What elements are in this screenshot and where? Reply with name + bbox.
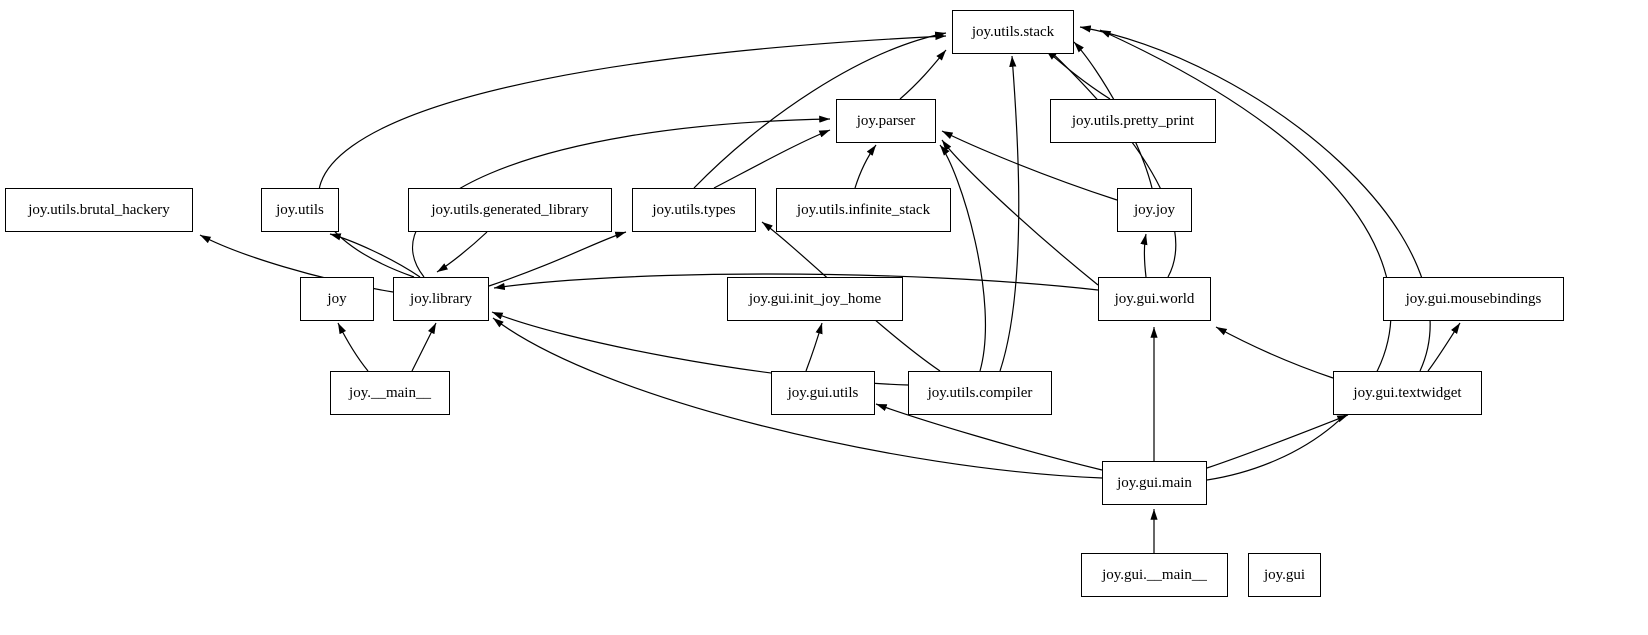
graph-node-joy-utils-types[interactable]: joy.utils.types (632, 188, 756, 232)
node-label: joy.utils.generated_library (431, 201, 589, 218)
graph-node-joy-gui[interactable]: joy.gui (1248, 553, 1321, 597)
graph-node-joy[interactable]: joy (300, 277, 374, 321)
node-label: joy.utils.stack (971, 23, 1055, 40)
graph-node-joy-utils[interactable]: joy.utils (261, 188, 339, 232)
node-label: joy.gui (1263, 566, 1306, 583)
graph-node-joy-gui-utils[interactable]: joy.gui.utils (771, 371, 875, 415)
node-label: joy (327, 290, 347, 307)
node-label: joy.utils (276, 201, 324, 218)
node-label: joy.library (410, 290, 472, 307)
graph-node-joy-gui-main[interactable]: joy.gui.main (1102, 461, 1207, 505)
node-label: joy.utils.infinite_stack (796, 201, 931, 218)
graph-node-joy-gui-init-joy-home[interactable]: joy.gui.init_joy_home (727, 277, 903, 321)
node-label: joy.parser (856, 112, 916, 129)
graph-node-joy-gui-world[interactable]: joy.gui.world (1098, 277, 1211, 321)
node-label: joy.gui.textwidget (1353, 384, 1462, 401)
node-label: joy.gui.utils (787, 384, 859, 401)
graph-node-joy-utils-stack[interactable]: joy.utils.stack (952, 10, 1074, 54)
node-label: joy.gui.__main__ (1102, 566, 1207, 583)
graph-node-joy-utils-generated-library[interactable]: joy.utils.generated_library (408, 188, 612, 232)
graph-node-joy-utils-pretty-print[interactable]: joy.utils.pretty_print (1050, 99, 1216, 143)
node-label: joy.__main__ (349, 384, 431, 401)
graph-node-joy-utils-brutal-hackery[interactable]: joy.utils.brutal_hackery (5, 188, 193, 232)
node-label: joy.utils.compiler (927, 384, 1033, 401)
graph-node-joy-gui-main-module[interactable]: joy.gui.__main__ (1081, 553, 1228, 597)
graph-node-joy-parser[interactable]: joy.parser (836, 99, 936, 143)
graph-node-joy-main-module[interactable]: joy.__main__ (330, 371, 450, 415)
graph-node-joy-gui-textwidget[interactable]: joy.gui.textwidget (1333, 371, 1482, 415)
node-label: joy.gui.init_joy_home (748, 290, 882, 307)
node-label: joy.gui.mousebindings (1405, 290, 1542, 307)
node-label: joy.utils.pretty_print (1071, 112, 1195, 129)
node-label: joy.utils.types (652, 201, 736, 218)
node-label: joy.gui.world (1114, 290, 1195, 307)
node-label: joy.gui.main (1117, 474, 1192, 491)
node-label: joy.joy (1133, 201, 1176, 218)
graph-node-joy-gui-mousebindings[interactable]: joy.gui.mousebindings (1383, 277, 1564, 321)
graph-node-joy-joy[interactable]: joy.joy (1117, 188, 1192, 232)
graph-node-joy-library[interactable]: joy.library (393, 277, 489, 321)
graph-node-joy-utils-compiler[interactable]: joy.utils.compiler (908, 371, 1052, 415)
node-label: joy.utils.brutal_hackery (28, 201, 170, 218)
graph-node-joy-utils-infinite-stack[interactable]: joy.utils.infinite_stack (776, 188, 951, 232)
